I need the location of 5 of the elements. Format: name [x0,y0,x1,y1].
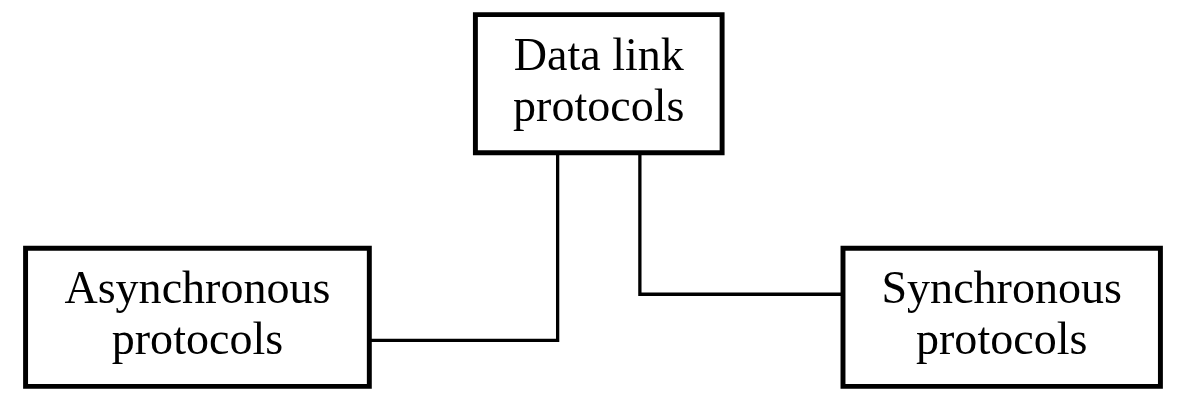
node-box: Data link protocols [472,12,725,156]
connector [369,153,559,342]
node-box: Synchronous protocols [840,245,1163,389]
connector [637,153,842,296]
node-box: Asynchronous protocols [22,245,372,389]
